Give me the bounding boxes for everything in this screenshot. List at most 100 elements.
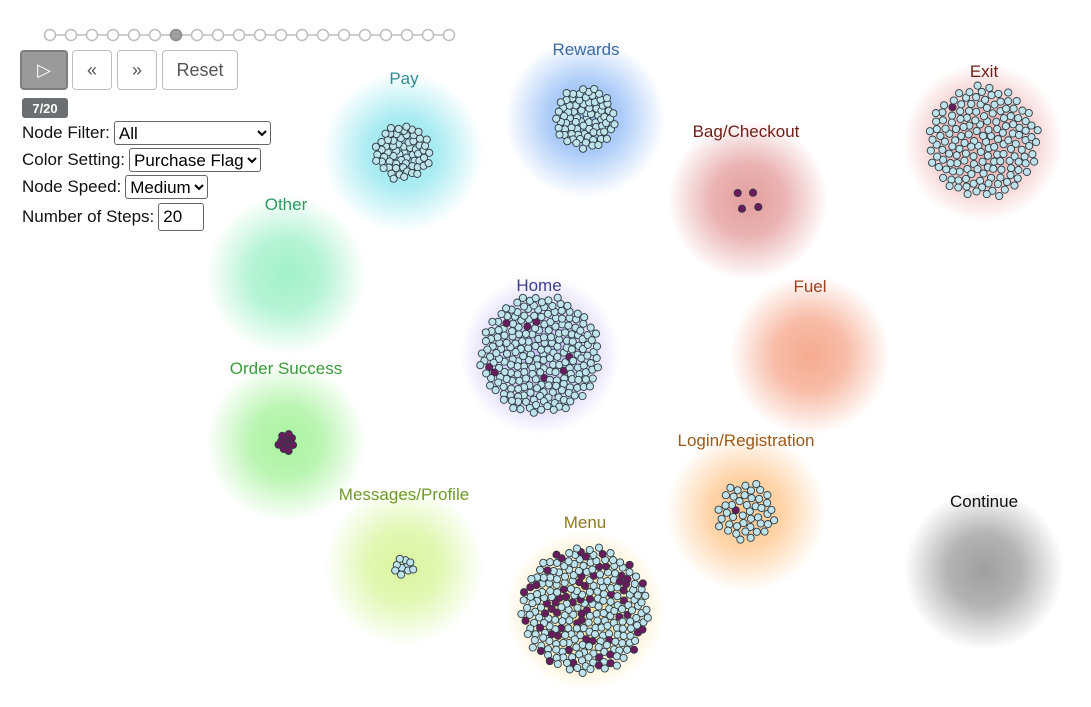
node [981, 95, 990, 104]
timeline-step-dot[interactable] [274, 28, 288, 42]
node [391, 566, 400, 575]
timeline-step-dot[interactable] [169, 28, 183, 42]
node [573, 603, 582, 612]
node [389, 174, 398, 183]
timeline-step-dot[interactable] [253, 28, 267, 42]
step-back-button[interactable]: « [72, 50, 112, 90]
node [619, 631, 628, 640]
node [525, 610, 534, 619]
node [539, 633, 548, 642]
node-purchased [581, 552, 590, 561]
node [736, 535, 745, 544]
node [578, 590, 587, 599]
node [531, 375, 540, 384]
node [485, 352, 495, 361]
node [763, 491, 772, 500]
node [978, 183, 987, 192]
node [1006, 112, 1015, 121]
timeline-step-dot[interactable] [43, 28, 57, 42]
node [517, 609, 526, 619]
timeline-step-dot[interactable] [379, 28, 393, 42]
node [491, 386, 500, 395]
node [961, 174, 970, 183]
node [558, 314, 567, 323]
node [756, 485, 765, 495]
step-forward-button[interactable]: » [117, 50, 157, 90]
node [746, 486, 756, 495]
timeline-step-dot[interactable] [127, 28, 141, 42]
node-speed-select[interactable]: Medium [125, 175, 209, 199]
node [984, 125, 993, 134]
node [631, 636, 640, 645]
node [507, 384, 516, 393]
node [982, 103, 991, 112]
node [732, 529, 741, 538]
timeline-step-dot[interactable] [421, 28, 435, 42]
node [530, 311, 539, 320]
node [515, 376, 524, 385]
node [932, 117, 941, 126]
timeline-step-dot[interactable] [358, 28, 372, 42]
node [611, 637, 620, 646]
node [586, 359, 595, 368]
node [925, 127, 934, 136]
node [612, 661, 621, 670]
timeline-step-dot[interactable] [85, 28, 99, 42]
timeline-step-dot[interactable] [295, 28, 309, 42]
node [960, 156, 969, 165]
timeline-step-dot[interactable] [337, 28, 351, 42]
timeline-step-dot[interactable] [106, 28, 120, 42]
node [602, 134, 611, 143]
timeline-step-dot[interactable] [148, 28, 162, 42]
node-filter-select[interactable]: All [113, 121, 271, 145]
node [580, 313, 589, 322]
timeline-step-dot[interactable] [64, 28, 78, 42]
node [409, 565, 418, 574]
timeline-step-dot[interactable] [442, 28, 456, 42]
node [932, 125, 941, 134]
node [536, 565, 545, 574]
node [502, 304, 511, 313]
color-setting-select[interactable]: Purchase Flag [129, 148, 261, 172]
node [578, 668, 587, 677]
node [948, 142, 957, 151]
node [521, 374, 530, 383]
node [506, 360, 515, 369]
timeline-step-dot[interactable] [211, 28, 225, 42]
cluster-other: Other [206, 195, 366, 355]
node [389, 151, 398, 161]
timeline-step-dot[interactable] [232, 28, 246, 42]
timeline-step-dot[interactable] [190, 28, 204, 42]
number-of-steps-input[interactable] [158, 203, 205, 231]
timeline-step-dot[interactable] [316, 28, 330, 42]
node [551, 615, 560, 624]
node [961, 149, 970, 158]
node [988, 109, 997, 118]
node [941, 124, 950, 133]
node [602, 94, 612, 103]
node [564, 321, 573, 330]
node [539, 573, 548, 582]
node [733, 486, 742, 495]
node [1033, 126, 1042, 135]
node [979, 169, 988, 178]
node [1025, 141, 1034, 150]
reset-button[interactable]: Reset [162, 50, 238, 90]
node [555, 130, 564, 139]
cluster-label: Order Success [230, 359, 342, 378]
node-purchased [623, 575, 632, 584]
node [507, 396, 516, 405]
node-purchased [629, 645, 639, 654]
node [585, 382, 595, 391]
node [618, 617, 627, 626]
timeline-step-dot[interactable] [400, 28, 414, 42]
node [928, 135, 937, 144]
play-button[interactable]: ▷ [20, 50, 68, 90]
node-purchased [536, 646, 546, 656]
node [483, 345, 492, 354]
node [553, 293, 562, 302]
cluster-pay: Pay [323, 69, 483, 232]
node [592, 342, 602, 351]
node-purchased [521, 616, 530, 625]
node [603, 621, 612, 630]
